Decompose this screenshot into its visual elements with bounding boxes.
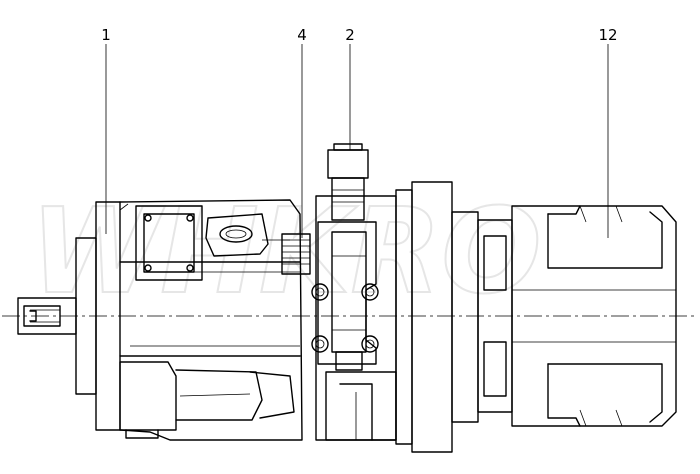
callout-1: 1 bbox=[101, 26, 111, 44]
watermark: WHKRO bbox=[30, 182, 542, 320]
callout-4: 4 bbox=[297, 26, 307, 44]
pump-housing bbox=[119, 199, 303, 441]
callout-2: 2 bbox=[345, 26, 355, 44]
coupling-housing bbox=[511, 205, 677, 427]
callout-12: 12 bbox=[598, 26, 617, 44]
side-fitting bbox=[281, 233, 311, 275]
